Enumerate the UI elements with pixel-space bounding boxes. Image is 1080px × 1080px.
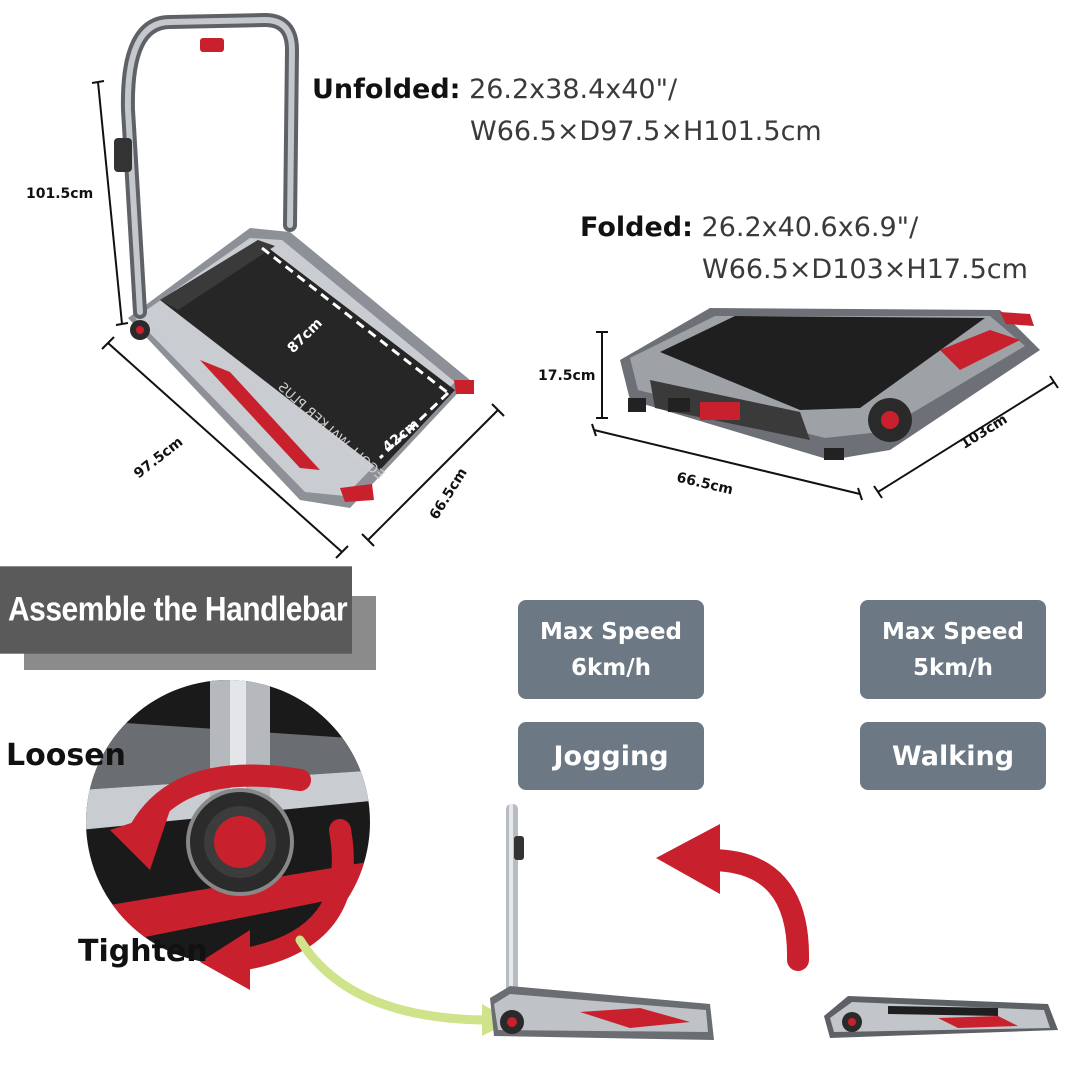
folded-treadmill-illustration [591,308,1059,501]
unfolded-spec-label: Unfolded: [312,74,461,105]
folded-spec-cm: W66.5×D103×H17.5cm [702,254,1028,285]
max-speed-walking-box: Max Speed 5km/h [860,600,1046,699]
tighten-label: Tighten [78,934,208,969]
max-speed-jogging-box: Max Speed 6km/h [518,600,704,699]
assemble-banner: Assemble the Handlebar [0,566,352,654]
rotate-arrows-icon [110,764,354,990]
unfolded-height-label: 101.5cm [26,186,94,202]
folded-height-label: 17.5cm [538,368,596,384]
unfolded-spec: Unfolded: 26.2x38.4x40"/ [312,70,677,110]
jogging-mode-label: Jogging [553,740,669,772]
unfolded-spec-inches: 26.2x38.4x40"/ [469,74,678,105]
unfolded-treadmill-illustration [91,12,505,559]
assemble-title: Assemble the Handlebar [8,590,348,629]
max-speed-walking-value: 5km/h [912,654,994,681]
jogging-mode-box: Jogging [518,722,704,790]
folded-spec: Folded: 26.2x40.6x6.9"/ [580,208,918,248]
folded-spec-inches: 26.2x40.6x6.9"/ [701,212,919,243]
max-speed-walking-line1: Max Speed [882,618,1024,645]
walking-mode-label: Walking [891,740,1015,772]
treadmill-folded-side-illustration [824,996,1058,1038]
unfolded-spec-metric: W66.5×D97.5×H101.5cm [470,112,822,152]
max-speed-jogging-line1: Max Speed [540,618,682,645]
max-speed-jogging-value: 6km/h [570,654,652,681]
treadmill-handlebar-up-illustration [490,804,714,1040]
unfolded-spec-cm: W66.5×D97.5×H101.5cm [470,116,822,147]
folded-spec-label: Folded: [580,212,693,243]
folded-spec-metric: W66.5×D103×H17.5cm [702,250,1028,290]
loosen-label: Loosen [6,738,126,773]
walking-mode-box: Walking [860,722,1046,790]
fold-arrow-icon [656,824,810,971]
